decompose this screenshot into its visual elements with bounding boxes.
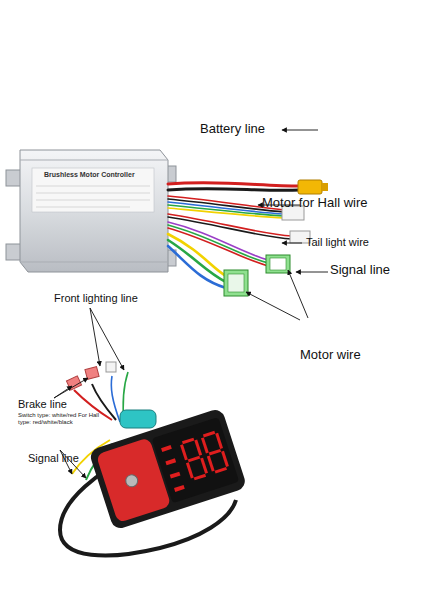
part-label: Tail light wire: [306, 236, 424, 249]
controller-box: [6, 150, 176, 272]
display-unit: [60, 362, 247, 555]
nameplate-text: Brushless Motor Controller: [44, 171, 154, 179]
part-label: Front lighting line: [54, 292, 184, 305]
part-label: Motor wire: [300, 348, 410, 363]
part-label: Battery line: [200, 122, 290, 137]
part-label: Motor for Hall wire: [262, 196, 422, 211]
part-label: Signal line: [28, 452, 108, 465]
wire-note: Switch type: white/red For Hall type: re…: [18, 412, 106, 426]
leader-lines: [246, 130, 328, 320]
part-label: Brake line: [18, 398, 98, 411]
part-label: Signal line: [330, 263, 424, 278]
